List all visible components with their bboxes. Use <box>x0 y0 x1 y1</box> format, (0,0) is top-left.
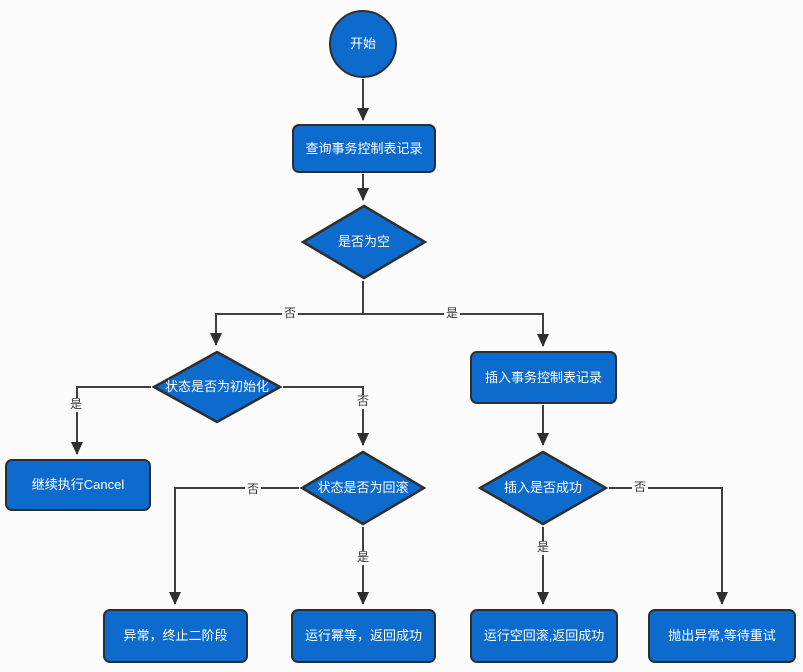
diamond-shape <box>300 450 426 526</box>
node-throw-retry: 抛出异常,等待重试 <box>648 609 796 663</box>
node-is-empty: 是否为空 <box>301 204 427 280</box>
node-insert-record: 插入事务控制表记录 <box>470 351 617 404</box>
node-is-empty-label: 是否为空 <box>337 234 390 250</box>
node-continue-cancel: 继续执行Cancel <box>5 459 151 511</box>
node-idempotent: 运行幂等，返回成功 <box>291 609 436 663</box>
edge-label-insert-yes: 是 <box>534 540 552 555</box>
node-is-rollback-label: 状态是否为回滚 <box>317 480 409 496</box>
edge-label-init-yes: 是 <box>67 397 85 412</box>
diamond-shape <box>301 204 427 280</box>
node-query-record: 查询事务控制表记录 <box>292 124 436 173</box>
edge-label-empty-no: 否 <box>281 306 299 321</box>
edge-label-rollback-yes: 是 <box>354 550 372 565</box>
node-idempotent-label: 运行幂等，返回成功 <box>304 628 422 644</box>
diamond-shape <box>152 350 282 424</box>
node-insert-ok-label: 插入是否成功 <box>503 480 582 496</box>
node-throw-retry-label: 抛出异常,等待重试 <box>668 628 776 644</box>
node-is-init-label: 状态是否为初始化 <box>164 379 269 395</box>
node-continue-cancel-label: 继续执行Cancel <box>31 477 125 493</box>
node-abort-phase2-label: 异常，终止二阶段 <box>123 628 228 644</box>
node-insert-record-label: 插入事务控制表记录 <box>484 369 602 385</box>
node-is-init: 状态是否为初始化 <box>152 350 282 424</box>
edge-label-init-no: 否 <box>354 394 372 409</box>
node-start: 开始 <box>329 10 397 78</box>
node-empty-rollback-label: 运行空回滚,返回成功 <box>483 628 605 644</box>
edge-label-insert-no: 否 <box>631 480 649 495</box>
node-query-record-label: 查询事务控制表记录 <box>305 140 423 156</box>
diamond-shape <box>478 450 608 526</box>
node-empty-rollback: 运行空回滚,返回成功 <box>470 609 618 663</box>
edge-label-rollback-no: 否 <box>244 482 262 497</box>
node-insert-ok: 插入是否成功 <box>478 450 608 526</box>
node-start-label: 开始 <box>349 36 376 52</box>
node-abort-phase2: 异常，终止二阶段 <box>103 609 248 663</box>
node-is-rollback: 状态是否为回滚 <box>300 450 426 526</box>
edge-label-empty-yes: 是 <box>443 306 461 321</box>
